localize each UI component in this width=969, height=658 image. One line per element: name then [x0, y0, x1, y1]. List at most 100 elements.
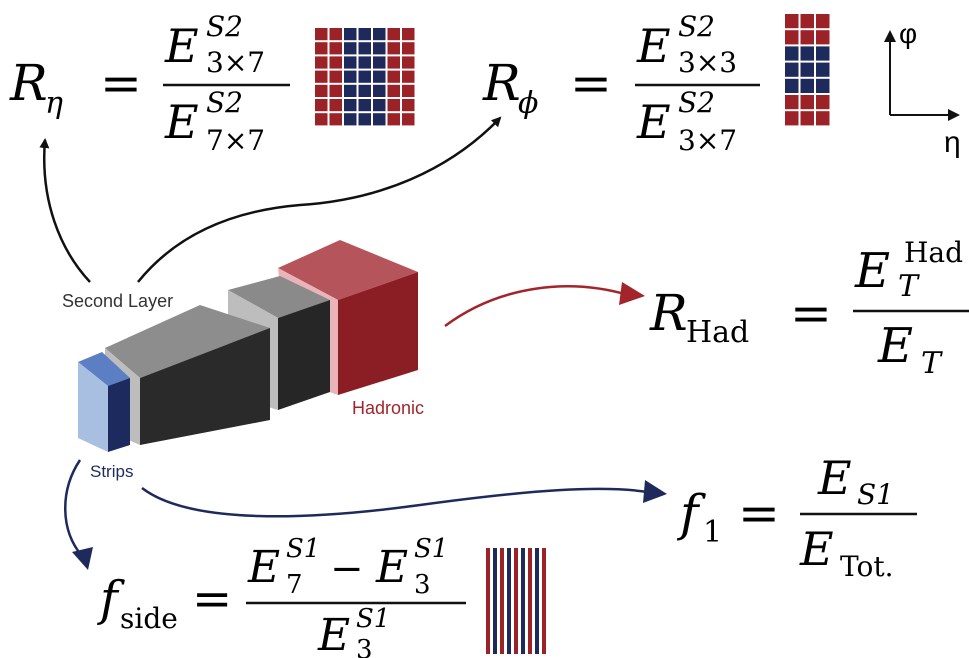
strip-bar — [486, 548, 490, 654]
f-side-num-b-main: E — [375, 542, 408, 593]
hadronic-label: Hadronic — [352, 398, 424, 418]
f-side-lhs-sub: side — [120, 602, 178, 635]
grid-cell — [315, 70, 328, 83]
arrow-to-r-had — [444, 285, 629, 328]
grid-cell — [315, 56, 328, 69]
grid-cell — [358, 28, 371, 41]
r-eta-den-sup: S2 — [206, 86, 243, 119]
r-eta-formula: R η = E S2 3×7 E S2 7×7 — [9, 10, 290, 157]
grid-cell — [816, 30, 830, 45]
strip-bar — [528, 548, 532, 654]
r-had-lhs-sub: Had — [686, 315, 749, 350]
r-phi-num-sup: S2 — [678, 10, 715, 43]
grid-cell — [358, 42, 371, 55]
grid-cell — [402, 42, 415, 55]
f-side-num-a-sub: 7 — [286, 570, 303, 600]
arrow-to-f1 — [141, 487, 649, 518]
r-phi-equals: = — [570, 54, 612, 112]
r-had-formula: R Had = E Had T E T — [649, 236, 969, 381]
grid-cell — [387, 42, 400, 55]
grid-cell — [315, 84, 328, 97]
grid-cell — [344, 113, 357, 126]
grid-cell — [816, 62, 830, 77]
r-eta-num-sub: 3×7 — [206, 46, 265, 79]
f-side-num-a-sup: S1 — [286, 534, 320, 564]
grid-cell — [785, 30, 799, 45]
f-side-num-b-sup: S1 — [414, 534, 448, 564]
f1-den-main: E — [799, 522, 834, 576]
grid-cell — [315, 42, 328, 55]
strip-bar — [493, 548, 497, 654]
grid-cell — [315, 113, 328, 126]
grid-cell — [816, 111, 830, 126]
f-side-equals: = — [192, 571, 232, 627]
grid-cell — [387, 56, 400, 69]
f1-den-sub: Tot. — [840, 550, 894, 583]
grid-cell — [344, 56, 357, 69]
grid-cell — [329, 70, 342, 83]
grid-cell — [329, 42, 342, 55]
grid-cell — [373, 84, 386, 97]
r-phi-den-sup: S2 — [678, 86, 715, 119]
grid-cell — [387, 113, 400, 126]
grid-cell — [800, 14, 814, 29]
grid-cell — [358, 113, 371, 126]
grid-cell — [387, 99, 400, 112]
grid-cell — [315, 99, 328, 112]
grid-cell — [785, 95, 799, 110]
r-had-num-sub: T — [898, 269, 920, 304]
grid-cell — [785, 62, 799, 77]
grid-cell — [358, 70, 371, 83]
grid-cell — [816, 95, 830, 110]
grid-cell — [402, 70, 415, 83]
grid-cell — [800, 62, 814, 77]
arrow-to-r-phi — [137, 116, 502, 283]
arrow-to-f-side-head-icon — [72, 547, 93, 570]
grid-cell — [373, 113, 386, 126]
grid-cell — [402, 113, 415, 126]
r-had-num-sup: Had — [904, 236, 963, 269]
grid-cell — [800, 30, 814, 45]
grid-cell — [373, 99, 386, 112]
grid-cell — [387, 70, 400, 83]
grid-cell — [358, 84, 371, 97]
grid-cell — [344, 70, 357, 83]
grid-cell — [329, 99, 342, 112]
f1-num-main: E — [817, 451, 852, 505]
strip-bar — [514, 548, 518, 654]
f-side-formula: f side = E S1 7 − E S1 3 E S1 3 — [97, 534, 466, 658]
r-phi-formula: R ϕ = E S2 3×3 E S2 3×7 — [482, 10, 760, 157]
grid-cell — [800, 78, 814, 93]
r-eta-equals: = — [100, 54, 142, 112]
eta-axis-label: η — [944, 126, 961, 159]
arrow-to-r-eta — [39, 138, 91, 283]
grid-cell — [329, 113, 342, 126]
grid-cell — [358, 56, 371, 69]
f-side-minus: − — [330, 546, 364, 592]
strip-bar — [535, 548, 539, 654]
r-had-num-main: E — [854, 243, 890, 299]
grid-cell — [785, 78, 799, 93]
eta-axis-arrowhead-icon — [948, 109, 960, 121]
grid-cell — [800, 111, 814, 126]
r-had-den-main: E — [877, 318, 913, 374]
f-side-den-sup: S1 — [356, 604, 390, 634]
r-eta-lhs: R — [9, 54, 48, 112]
r-had-equals: = — [790, 284, 832, 342]
grid-cell — [344, 42, 357, 55]
r-phi-lhs: R — [482, 54, 521, 112]
strip-bar — [542, 548, 546, 654]
grid-cell — [373, 42, 386, 55]
grid-cell — [329, 84, 342, 97]
r-had-lhs: R — [649, 284, 688, 342]
f-side-den-main: E — [317, 610, 350, 658]
calorimeter-blocks — [78, 240, 418, 452]
r-eta-den-sub: 7×7 — [206, 124, 265, 157]
strip-bar — [507, 548, 511, 654]
r-phi-den-main: E — [636, 95, 671, 149]
grid-cell — [344, 84, 357, 97]
r-phi-lhs-sub: ϕ — [518, 86, 538, 121]
grid-cell — [358, 99, 371, 112]
